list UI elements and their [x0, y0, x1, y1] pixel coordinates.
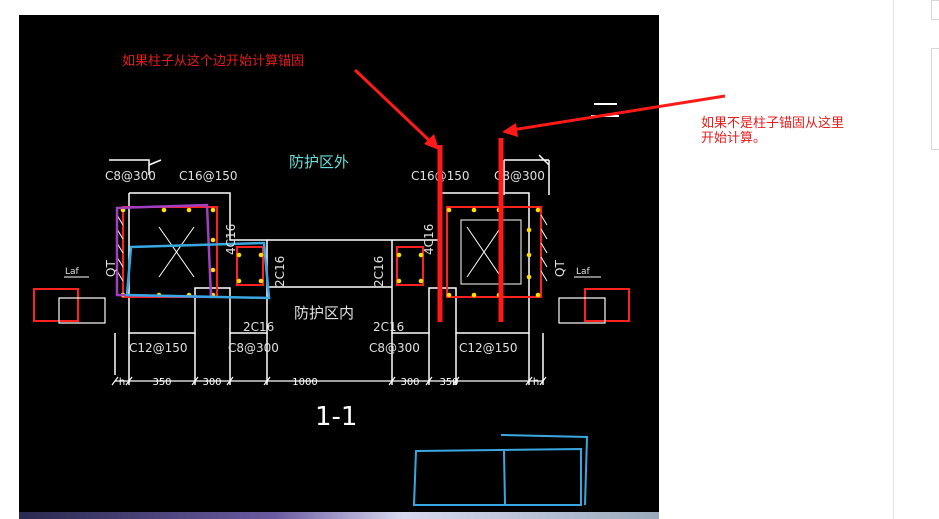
- label-c8-300-right: C8@300: [494, 169, 545, 183]
- label-2c16-bottom-right: 2C16: [373, 320, 404, 334]
- dim-300-left: 300: [202, 377, 221, 388]
- label-c8-300-left: C8@300: [105, 169, 156, 183]
- label-laf-left: Laf: [65, 267, 80, 277]
- zone-outside-label: 防护区外: [289, 153, 349, 171]
- label-qt-right: QT: [553, 260, 567, 277]
- label-4c16-right: 4C16: [422, 224, 436, 255]
- annotation-right-note-line1: 如果不是柱子锚固从这里: [701, 116, 845, 131]
- label-c16-150-left: C16@150: [179, 169, 238, 183]
- side-panel-card-top: [931, 0, 939, 20]
- label-laf-right: Laf: [576, 267, 591, 277]
- zone-inside-label: 防护区内: [294, 304, 354, 322]
- side-panel-card: [931, 48, 939, 150]
- label-2c16-vert-right: 2C16: [372, 256, 386, 287]
- label-c12-150-left: C12@150: [129, 341, 188, 355]
- dimension-labels: h 350 300 1000 300 350 h: [119, 377, 539, 388]
- annotation-right-note: 如果不是柱子锚固从这里 开始计算。: [701, 116, 844, 146]
- section-title: 1-1: [315, 402, 357, 432]
- dim-h-right: h: [533, 377, 539, 388]
- dim-h-left: h: [119, 377, 125, 388]
- laf-block-right: [558, 276, 630, 324]
- page-divider: [893, 0, 894, 519]
- label-qt-left: QT: [104, 260, 118, 277]
- annotation-right-note-line2: 开始计算。: [701, 131, 767, 146]
- dim-1000: 1000: [292, 377, 317, 388]
- label-c8-300-bottom-left: C8@300: [228, 341, 279, 355]
- annotation-top-note: 如果柱子从这个边开始计算锚固: [122, 54, 305, 69]
- label-2c16-bottom-left: 2C16: [243, 320, 274, 334]
- dim-350-left: 350: [152, 377, 171, 388]
- wall-outline: [109, 154, 550, 385]
- laf-block-left: [33, 276, 106, 324]
- label-c12-150-right: C12@150: [459, 341, 518, 355]
- label-4c16-left: 4C16: [224, 224, 238, 255]
- arrow-top-head: [424, 134, 439, 150]
- hand-drawn-cyan-sketch: [412, 434, 589, 506]
- dim-300-right: 300: [400, 377, 419, 388]
- bottom-scroll-strip: [19, 512, 659, 519]
- arrow-right-shaft: [511, 94, 726, 132]
- arrow-right-head: [502, 123, 518, 137]
- label-c8-300-bottom-right: C8@300: [369, 341, 420, 355]
- dimension-line: [111, 376, 547, 386]
- label-2c16-vert-left: 2C16: [273, 256, 287, 287]
- hand-drawn-cyan-outline: [125, 241, 271, 300]
- dim-350-right: 350: [439, 377, 458, 388]
- arrow-top-shaft: [353, 68, 434, 145]
